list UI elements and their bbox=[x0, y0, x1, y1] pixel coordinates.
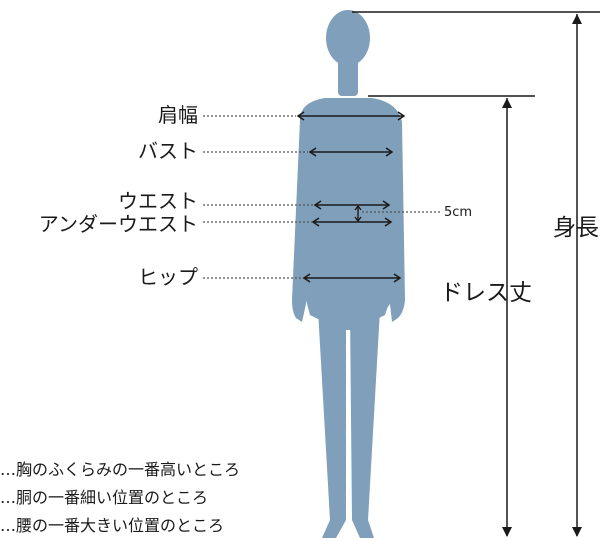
body-silhouette bbox=[292, 10, 405, 538]
label-shoulder: 肩幅 bbox=[158, 103, 198, 127]
label-offset-5cm: 5cm bbox=[444, 205, 473, 220]
leader-lines bbox=[203, 115, 440, 279]
note-bust: …胸のふくらみの一番高いところ bbox=[0, 460, 241, 479]
dress-length-arrow bbox=[502, 98, 512, 537]
note-hip: …腰の一番大きい位置のところ bbox=[0, 516, 225, 535]
label-hip: ヒップ bbox=[138, 265, 198, 289]
label-bust: バスト bbox=[138, 139, 198, 163]
note-waist: …胴の一番細い位置のところ bbox=[0, 488, 209, 507]
offset-arrow bbox=[354, 204, 362, 223]
height-arrow bbox=[572, 14, 582, 537]
height-guide-lines bbox=[352, 11, 600, 97]
label-height: 身長 bbox=[553, 215, 599, 241]
label-waist: ウエスト bbox=[118, 189, 198, 213]
width-arrows bbox=[296, 111, 406, 283]
label-under-waist: アンダーウエスト bbox=[38, 212, 198, 236]
label-dress-length: ドレス丈 bbox=[440, 280, 532, 306]
